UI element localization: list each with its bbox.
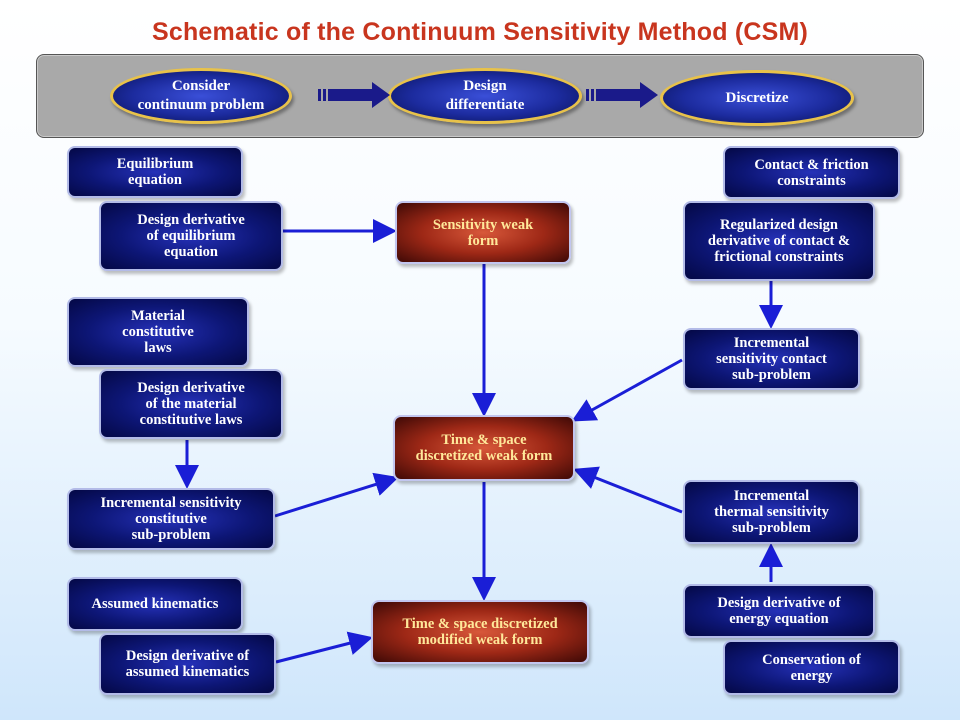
arrow-inc-thermal-to-discretized: [573, 466, 683, 514]
box-label: Sensitivity weak form: [432, 216, 534, 249]
block-arrow-1: [318, 82, 390, 108]
box-label: Time & space discretized weak form: [415, 432, 553, 464]
box-equilibrium-equation: Equilibrium equation: [67, 146, 243, 198]
box-label: Time & space discretized modified weak f…: [402, 616, 558, 648]
arrow-inc-contact-to-discretized: [571, 358, 683, 422]
box-inc-contact: Incremental sensitivity contact sub-prob…: [683, 328, 860, 390]
box-label: Material constitutive laws: [122, 308, 194, 356]
box-label: Equilibrium equation: [116, 156, 194, 188]
box-label: Incremental sensitivity constitutive sub…: [100, 495, 242, 543]
box-label: Design derivative of equilibrium equatio…: [137, 212, 245, 260]
box-discretized-weak-form: Time & space discretized weak form: [393, 415, 575, 481]
box-inc-thermal: Incremental thermal sensitivity sub-prob…: [683, 480, 860, 544]
box-regularized-derivative: Regularized design derivative of contact…: [683, 201, 875, 281]
box-label: Assumed kinematics: [91, 596, 219, 612]
box-material-laws: Material constitutive laws: [67, 297, 249, 367]
box-label: Contact & friction constraints: [754, 156, 869, 189]
box-sensitivity-weak-form: Sensitivity weak form: [395, 201, 571, 264]
arrow-inc-constitutive-to-discretized: [274, 472, 399, 518]
box-label: Design derivative of energy equation: [717, 595, 841, 627]
step-discretize: Discretize: [660, 70, 854, 126]
box-label: Design derivative of assumed kinematics: [125, 648, 250, 680]
step-label: Design differentiate: [445, 78, 525, 113]
box-dd-kinematics: Design derivative of assumed kinematics: [99, 633, 276, 695]
box-modified-weak-form: Time & space discretized modified weak f…: [371, 600, 589, 664]
box-inc-constitutive: Incremental sensitivity constitutive sub…: [67, 488, 275, 550]
step-consider-continuum: Consider continuum problem: [110, 68, 292, 124]
box-label: Incremental sensitivity contact sub-prob…: [716, 335, 827, 383]
box-dd-material-laws: Design derivative of the material consti…: [99, 369, 283, 439]
box-assumed-kinematics: Assumed kinematics: [67, 577, 243, 631]
box-label: Regularized design derivative of contact…: [707, 217, 851, 265]
box-conservation-energy: Conservation of energy: [723, 640, 900, 695]
step-label: Discretize: [725, 89, 789, 106]
block-arrow-2: [586, 82, 658, 108]
box-label: Design derivative of the material consti…: [137, 380, 245, 428]
box-dd-equilibrium: Design derivative of equilibrium equatio…: [99, 201, 283, 271]
arrow-dd-kinematics-to-modified: [275, 631, 373, 664]
box-label: Incremental thermal sensitivity sub-prob…: [714, 488, 829, 536]
step-design-differentiate: Design differentiate: [388, 68, 582, 124]
diagram-title: Schematic of the Continuum Sensitivity M…: [151, 18, 809, 46]
box-dd-energy: Design derivative of energy equation: [683, 584, 875, 638]
step-label: Consider continuum problem: [137, 78, 265, 113]
box-label: Conservation of energy: [762, 651, 861, 684]
box-contact-friction: Contact & friction constraints: [723, 146, 900, 199]
